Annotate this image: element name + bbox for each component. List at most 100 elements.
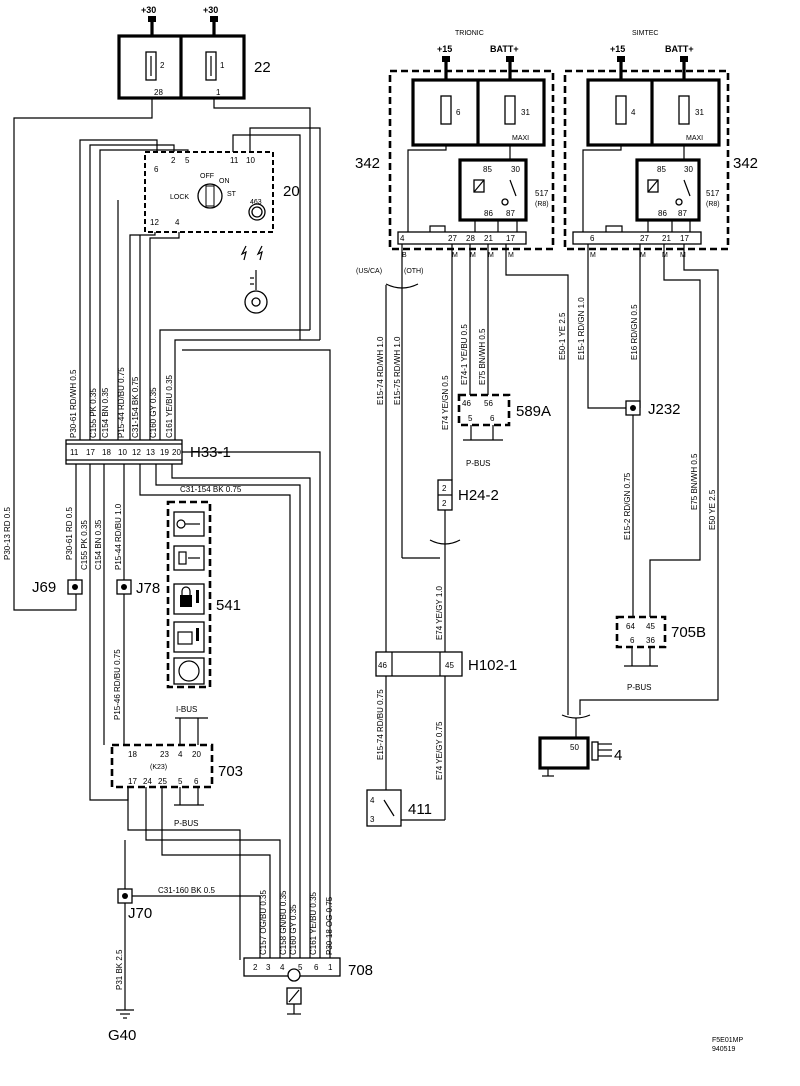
plus30-label-b: +30 — [203, 5, 218, 15]
middle-wiring: (US/CA) (OTH) E15-74 RD/WH 1.0 E15-75 RD… — [356, 244, 551, 827]
svg-text:517: 517 — [535, 189, 549, 198]
svg-text:C157 OG/BU 0.35: C157 OG/BU 0.35 — [259, 890, 268, 955]
svg-text:85: 85 — [483, 165, 492, 174]
left-wiring: P30-61 RD/WH 0.5 C155 PK 0.35 C154 BN 0.… — [3, 98, 321, 960]
svg-text:30: 30 — [684, 165, 693, 174]
svg-text:P31 BK 2.5: P31 BK 2.5 — [115, 949, 124, 990]
maxi-fuse-31-icon — [504, 95, 516, 125]
svg-text:M: M — [590, 252, 596, 259]
sensor-708-icon — [287, 968, 301, 982]
svg-text:5: 5 — [178, 777, 183, 786]
svg-text:4: 4 — [370, 796, 375, 805]
svg-text:C31-154 BK 0.75: C31-154 BK 0.75 — [131, 376, 140, 438]
svg-text:E15-2 RD/GN 0.75: E15-2 RD/GN 0.75 — [623, 472, 632, 540]
svg-text:17: 17 — [86, 448, 95, 457]
unit-705b — [615, 615, 667, 649]
svg-text:LOCK: LOCK — [170, 194, 189, 201]
pbus-703-label: P-BUS — [174, 819, 198, 828]
j78-id: J78 — [136, 580, 160, 597]
svg-text:20: 20 — [172, 448, 181, 457]
svg-text:11: 11 — [70, 448, 79, 457]
svg-text:2: 2 — [253, 963, 258, 972]
svg-text:46: 46 — [462, 399, 471, 408]
svg-text:E16 RD/GN 0.5: E16 RD/GN 0.5 — [630, 304, 639, 360]
svg-text:P30-61 RD 0.5: P30-61 RD 0.5 — [65, 507, 74, 560]
plus30-label-a: +30 — [141, 5, 156, 15]
svg-text:M: M — [488, 252, 494, 259]
svg-text:2: 2 — [442, 499, 447, 508]
svg-text:36: 36 — [646, 636, 655, 645]
svg-text:M: M — [470, 252, 476, 259]
svg-text:30: 30 — [511, 165, 520, 174]
fuse-6-icon — [440, 95, 452, 125]
svg-text:C161 YE/BU 0.35: C161 YE/BU 0.35 — [309, 891, 318, 955]
svg-text:C155 PK 0.35: C155 PK 0.35 — [89, 388, 98, 438]
svg-text:5: 5 — [185, 156, 190, 165]
svg-text:(R8): (R8) — [535, 201, 549, 208]
h102-1-id: H102-1 — [468, 657, 517, 674]
pbus-705b-label: P-BUS — [627, 683, 651, 692]
svg-text:E15-74 RD/BU 0.75: E15-74 RD/BU 0.75 — [376, 689, 385, 760]
relay-box-trionic: TRIONIC +15 BATT+ 6 31 MAXI 85 30 86 87 … — [355, 30, 555, 259]
svg-text:18: 18 — [128, 750, 137, 759]
svg-text:E74 YE/GY 0.75: E74 YE/GY 0.75 — [435, 721, 444, 780]
svg-text:5: 5 — [468, 414, 473, 423]
svg-text:C158 GN/BU 0.35: C158 GN/BU 0.35 — [279, 890, 288, 955]
unit-411-id: 411 — [408, 801, 432, 818]
svg-text:517: 517 — [706, 189, 720, 198]
svg-text:87: 87 — [678, 209, 687, 218]
unit-411 — [366, 789, 402, 827]
svg-text:6: 6 — [456, 108, 461, 117]
ibus-label: I-BUS — [176, 705, 197, 714]
svg-text:2: 2 — [442, 484, 447, 493]
svg-text:4: 4 — [175, 218, 180, 227]
svg-text:MAXI: MAXI — [512, 135, 529, 142]
svg-text:(OTH): (OTH) — [404, 268, 423, 275]
j69-id: J69 — [32, 579, 56, 596]
svg-text:M: M — [640, 252, 646, 259]
svg-text:28: 28 — [154, 88, 163, 97]
svg-text:6: 6 — [194, 777, 199, 786]
unit-708: C157 OG/BU 0.35 C158 GN/BU 0.35 C160 GY … — [182, 349, 373, 1015]
svg-text:24: 24 — [143, 777, 152, 786]
svg-text:86: 86 — [484, 209, 493, 218]
svg-text:P15-44 RD/BU 0.75: P15-44 RD/BU 0.75 — [117, 367, 126, 438]
svg-text:P30-61 RD/WH 0.5: P30-61 RD/WH 0.5 — [69, 369, 78, 438]
svg-text:P15-46 RD/BU 0.75: P15-46 RD/BU 0.75 — [113, 649, 122, 720]
svg-text:19: 19 — [160, 448, 169, 457]
j70-id: J70 — [128, 905, 152, 922]
svg-text:C31-160 BK 0.5: C31-160 BK 0.5 — [158, 886, 215, 895]
starter-motor-4 — [538, 736, 590, 770]
svg-text:E75 BN/WH 0.5: E75 BN/WH 0.5 — [690, 453, 699, 510]
svg-text:C154 BN 0.35: C154 BN 0.35 — [94, 519, 103, 570]
svg-text:(R8): (R8) — [706, 201, 720, 208]
right-wiring: E50-1 YE 2.5 E15-1 RD/GN 1.0 E16 RD/GN 0… — [505, 244, 719, 777]
svg-text:6: 6 — [490, 414, 495, 423]
svg-text:85: 85 — [657, 165, 666, 174]
ignition-switch-id: 20 — [283, 183, 300, 200]
svg-text:+15: +15 — [610, 44, 625, 54]
svg-text:45: 45 — [646, 622, 655, 631]
pbus-589a-label: P-BUS — [466, 459, 490, 468]
svg-text:(K23): (K23) — [150, 764, 167, 771]
svg-text:21: 21 — [662, 234, 671, 243]
svg-text:C161 YE/BU 0.35: C161 YE/BU 0.35 — [165, 374, 174, 438]
svg-text:6: 6 — [590, 234, 595, 243]
svg-text:ST: ST — [227, 191, 237, 198]
svg-text:B: B — [402, 252, 407, 259]
svg-text:+15: +15 — [437, 44, 452, 54]
svg-text:E15-1 RD/GN 1.0: E15-1 RD/GN 1.0 — [577, 297, 586, 360]
footer-code: F5E01MP — [712, 1037, 743, 1044]
unit-708-id: 708 — [348, 962, 373, 979]
svg-text:OFF: OFF — [200, 173, 214, 180]
unit-589a-id: 589A — [516, 403, 551, 420]
connector-h102-1 — [375, 651, 463, 677]
svg-text:6: 6 — [630, 636, 635, 645]
svg-text:12: 12 — [150, 218, 159, 227]
svg-text:86: 86 — [658, 209, 667, 218]
svg-text:28: 28 — [466, 234, 475, 243]
svg-text:P15-44 RD/BU 1.0: P15-44 RD/BU 1.0 — [114, 503, 123, 570]
svg-text:10: 10 — [246, 156, 255, 165]
svg-text:2: 2 — [160, 61, 165, 70]
